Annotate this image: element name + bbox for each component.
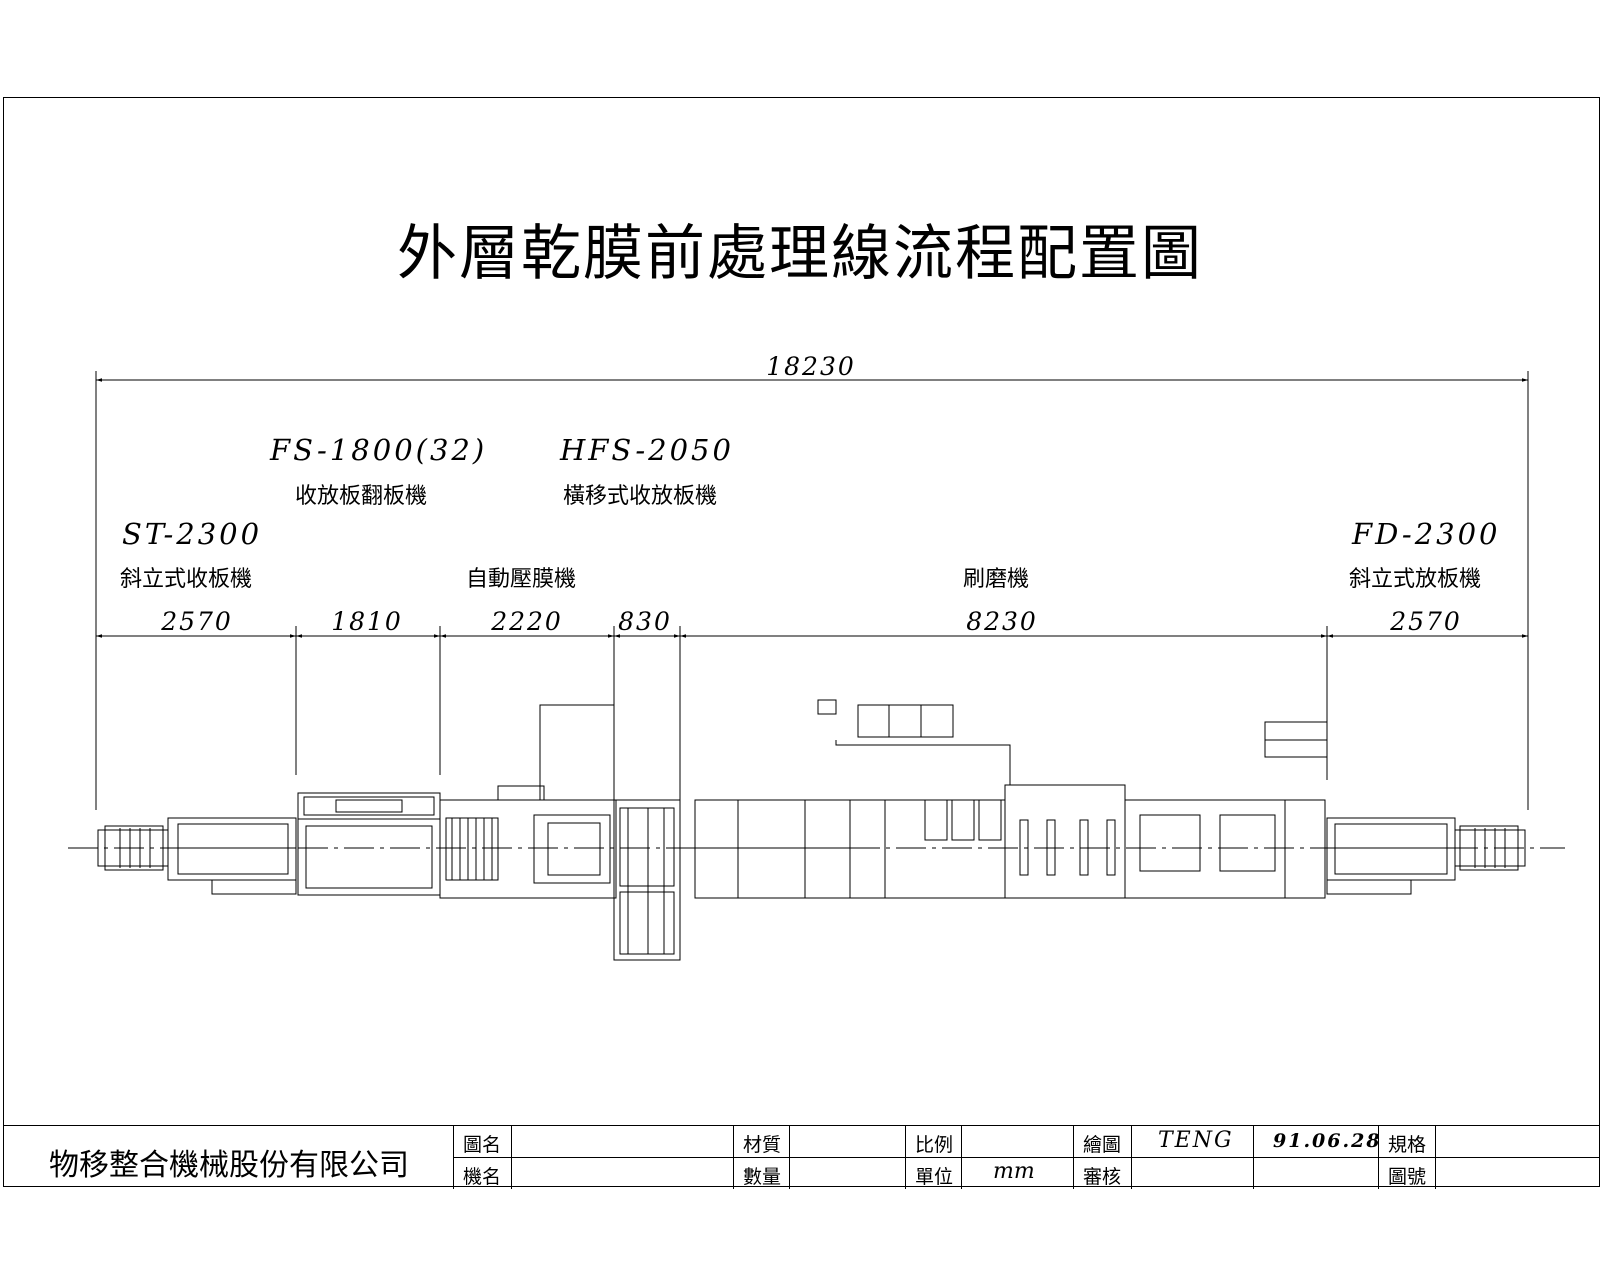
machine-name-label: 機名 — [463, 1166, 502, 1188]
st-name: 斜立式收板機 — [120, 567, 253, 592]
scale-label: 比例 — [915, 1134, 954, 1156]
laminator-unit — [439, 704, 617, 899]
laminator-name: 自動壓膜機 — [466, 567, 577, 592]
dimension-brush: 8230 — [966, 607, 1038, 636]
drawn-value: TENG — [1158, 1128, 1234, 1153]
title-block: 物移整合機械股份有限公司 圖名 機名 材質 數量 比例 單位 mm 繪圖 審核 … — [3, 1125, 1600, 1189]
dimension-st: 2570 — [161, 607, 233, 636]
brush-name: 刷磨機 — [963, 567, 1030, 592]
brush-unit — [694, 699, 1328, 899]
date-value: 91.06.28 — [1273, 1130, 1382, 1152]
drawing-name-label: 圖名 — [463, 1134, 502, 1156]
unit-value: mm — [993, 1159, 1035, 1184]
overall-dimension-line — [95, 371, 1529, 810]
dimension-fd: 2570 — [1390, 607, 1462, 636]
unit-label: 單位 — [915, 1166, 954, 1188]
drawing-title: 外層乾膜前處理線流程配置圖 — [397, 219, 1203, 289]
hfs-2050-unit — [613, 799, 681, 961]
fd-model: FD-2300 — [1352, 517, 1501, 551]
quantity-label: 數量 — [743, 1166, 782, 1188]
hfs-model: HFS-2050 — [560, 433, 734, 467]
st-model: ST-2300 — [122, 517, 263, 551]
overall-dimension: 18230 — [766, 352, 856, 381]
st-2300-unit — [97, 817, 297, 895]
check-label: 審核 — [1083, 1166, 1122, 1188]
fs-model: FS-1800(32) — [270, 433, 488, 467]
material-label: 材質 — [743, 1134, 782, 1156]
fd-2300-unit — [1326, 817, 1526, 895]
segment-dimension-line — [96, 626, 1528, 810]
drawing-no-label: 圖號 — [1388, 1166, 1427, 1188]
drawn-label: 繪圖 — [1083, 1134, 1122, 1156]
fd-name: 斜立式放板機 — [1349, 567, 1482, 592]
fs-name: 收放板翻板機 — [295, 484, 428, 509]
dimension-fs: 1810 — [331, 607, 403, 636]
company-name: 物移整合機械股份有限公司 — [49, 1148, 409, 1183]
dimension-laminator: 2220 — [491, 607, 563, 636]
dimension-hfs: 830 — [618, 607, 672, 636]
spec-label: 規格 — [1388, 1134, 1427, 1156]
hfs-name: 橫移式收放板機 — [563, 484, 718, 509]
fs-1800-unit — [297, 792, 441, 896]
